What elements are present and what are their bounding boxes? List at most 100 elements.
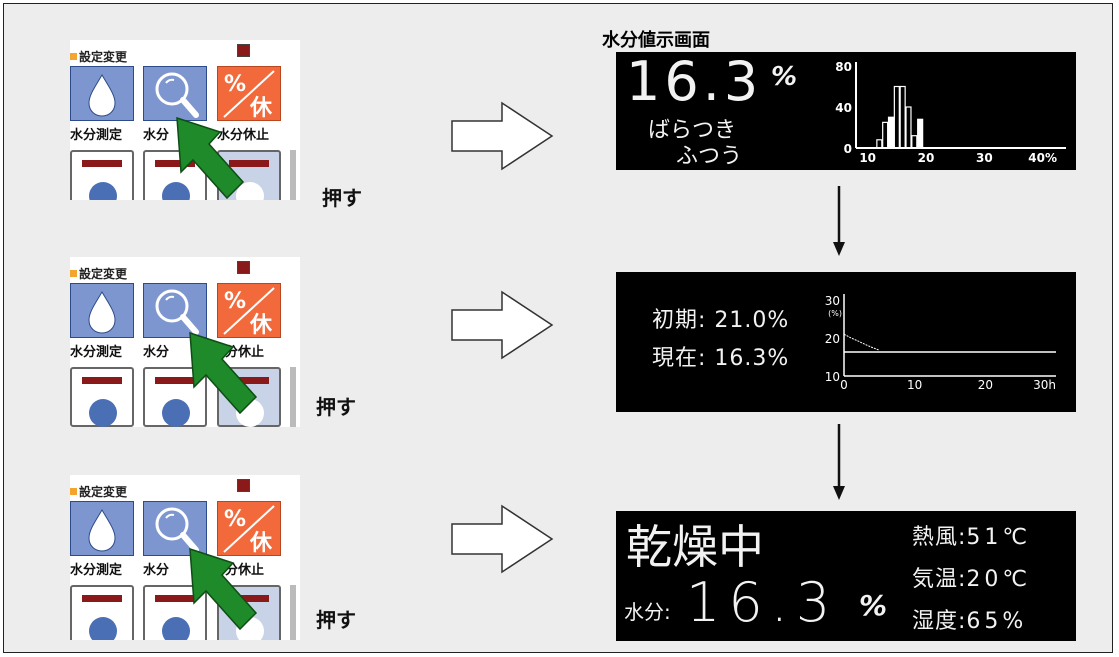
moisture-value: 16.3 — [626, 52, 763, 113]
spread-value: ふつう — [676, 144, 743, 169]
spread-label: ばらつき — [648, 118, 737, 143]
indicator-led — [237, 479, 250, 492]
current-value: 16.3% — [714, 346, 790, 371]
current-label: 現在: — [652, 346, 707, 371]
histogram-bar — [917, 118, 924, 149]
x-tick-label: 20 — [978, 378, 993, 392]
moisture-measure-button[interactable] — [70, 66, 134, 121]
initial-label: 初期: — [652, 308, 707, 333]
green-pointer-arrow-icon — [176, 116, 245, 200]
moisture-unit: % — [771, 62, 798, 92]
moisture-pause-button[interactable]: % 休 — [217, 283, 281, 338]
percent-rest-icon: % 休 — [223, 505, 275, 556]
humidity-value: 65% — [966, 609, 1028, 634]
moisture-view-label: 水分 — [143, 128, 170, 143]
air-temp-label: 気温: — [912, 567, 967, 592]
moisture-view-button[interactable] — [143, 66, 207, 121]
down-arrow-icon-2 — [833, 424, 845, 500]
right-arrow-icon-1 — [451, 101, 554, 171]
moisture-measure-label: 水分測定 — [70, 345, 123, 360]
y-tick-label: 0 — [844, 142, 852, 156]
magnifier-icon — [155, 507, 199, 553]
display-screen-heading: 水分値示画面 — [602, 30, 710, 51]
press-label-1: 押す — [322, 186, 362, 210]
percent-rest-icon: % 休 — [223, 287, 275, 338]
air-temp: 気温:20℃ — [912, 561, 1031, 593]
press-label-3: 押す — [316, 608, 356, 632]
moisture-pause-label: 分休止 — [225, 563, 265, 578]
lower-button-1[interactable] — [70, 585, 134, 640]
histogram-bar — [882, 121, 889, 149]
moisture-pause-label: 分休止 — [225, 345, 265, 360]
moisture-view-button[interactable] — [143, 501, 207, 556]
press-label-2: 押す — [316, 395, 356, 419]
down-arrow-icon-1 — [833, 186, 845, 256]
drying-status: 乾燥中 — [626, 520, 764, 574]
panel-title: 設定変更 — [70, 483, 127, 500]
trend-history-line — [843, 333, 880, 351]
x-tick-label: 10 — [907, 378, 922, 392]
moisture-pause-button[interactable]: % 休 — [217, 501, 281, 556]
x-tick-label: 30 — [976, 151, 993, 165]
panel-title: 設定変更 — [70, 48, 127, 65]
magnifier-icon — [155, 72, 199, 118]
rest-glyph: 休 — [249, 531, 273, 555]
indicator-led — [237, 261, 250, 274]
moisture-measure-label: 水分測定 — [70, 563, 123, 578]
magnifier-icon — [155, 289, 199, 335]
y-tick-label: 80 — [835, 60, 852, 74]
y-tick-label: 10 — [825, 370, 840, 384]
moisture-pause-button[interactable]: % 休 — [217, 66, 281, 121]
histogram-bar — [887, 116, 895, 149]
lower-button-1[interactable] — [70, 367, 134, 427]
y-tick-label: 30 — [825, 294, 840, 308]
x-tick-label: 20 — [918, 151, 935, 165]
moisture-unit: % — [859, 589, 888, 622]
y-tick-label: 20 — [825, 332, 840, 346]
drying-status-screen: 乾燥中 水分: 16.3 % 熱風:51℃ 気温:20℃ 湿度:65% — [616, 511, 1076, 641]
green-pointer-arrow-icon — [189, 331, 258, 415]
moisture-measure-button[interactable] — [70, 283, 134, 338]
y-tick-label: 40 — [835, 101, 852, 115]
water-drop-icon — [88, 291, 116, 334]
histogram-bar — [911, 135, 918, 149]
hot-air-value: 51℃ — [966, 525, 1032, 550]
moisture-pause-label: 水分休止 — [217, 128, 270, 143]
right-arrow-icon-2 — [451, 290, 554, 360]
right-arrow-icon-3 — [451, 504, 554, 574]
hot-air-label: 熱風: — [912, 525, 967, 550]
moisture-measure-button[interactable] — [70, 501, 134, 556]
percent-glyph: % — [224, 507, 246, 532]
green-pointer-arrow-icon — [189, 547, 258, 631]
panel-title: 設定変更 — [70, 265, 127, 282]
histogram-bar — [899, 85, 906, 149]
control-panel-2: 設定変更 % 休 水分測定 水分 分休止 — [70, 257, 300, 427]
moisture-view-button[interactable] — [143, 283, 207, 338]
y-unit-label: (%) — [828, 309, 842, 318]
percent-glyph: % — [224, 289, 246, 314]
initial-value: 21.0% — [714, 308, 790, 333]
moisture-label: 水分: — [624, 600, 671, 624]
moisture-view-label: 水分 — [143, 345, 170, 360]
rest-glyph: 休 — [249, 313, 273, 337]
moisture-value: 16.3 — [686, 571, 839, 634]
water-drop-icon — [88, 509, 116, 552]
humidity-label: 湿度: — [912, 609, 967, 634]
water-drop-icon — [88, 74, 116, 117]
percent-glyph: % — [224, 72, 246, 97]
percent-rest-icon: % 休 — [223, 70, 275, 121]
air-temp-value: 20℃ — [966, 567, 1032, 592]
x-tick-label: 0 — [840, 378, 848, 392]
histogram-bar — [905, 106, 912, 149]
histogram-bar — [893, 85, 900, 149]
hot-air-temp: 熱風:51℃ — [912, 519, 1031, 551]
rest-glyph: 休 — [249, 96, 273, 120]
initial-moisture: 初期: 21.0% — [652, 302, 789, 334]
x-tick-label: 40% — [1028, 151, 1057, 165]
histogram-bar — [876, 139, 883, 149]
lower-button-1[interactable] — [70, 150, 134, 200]
